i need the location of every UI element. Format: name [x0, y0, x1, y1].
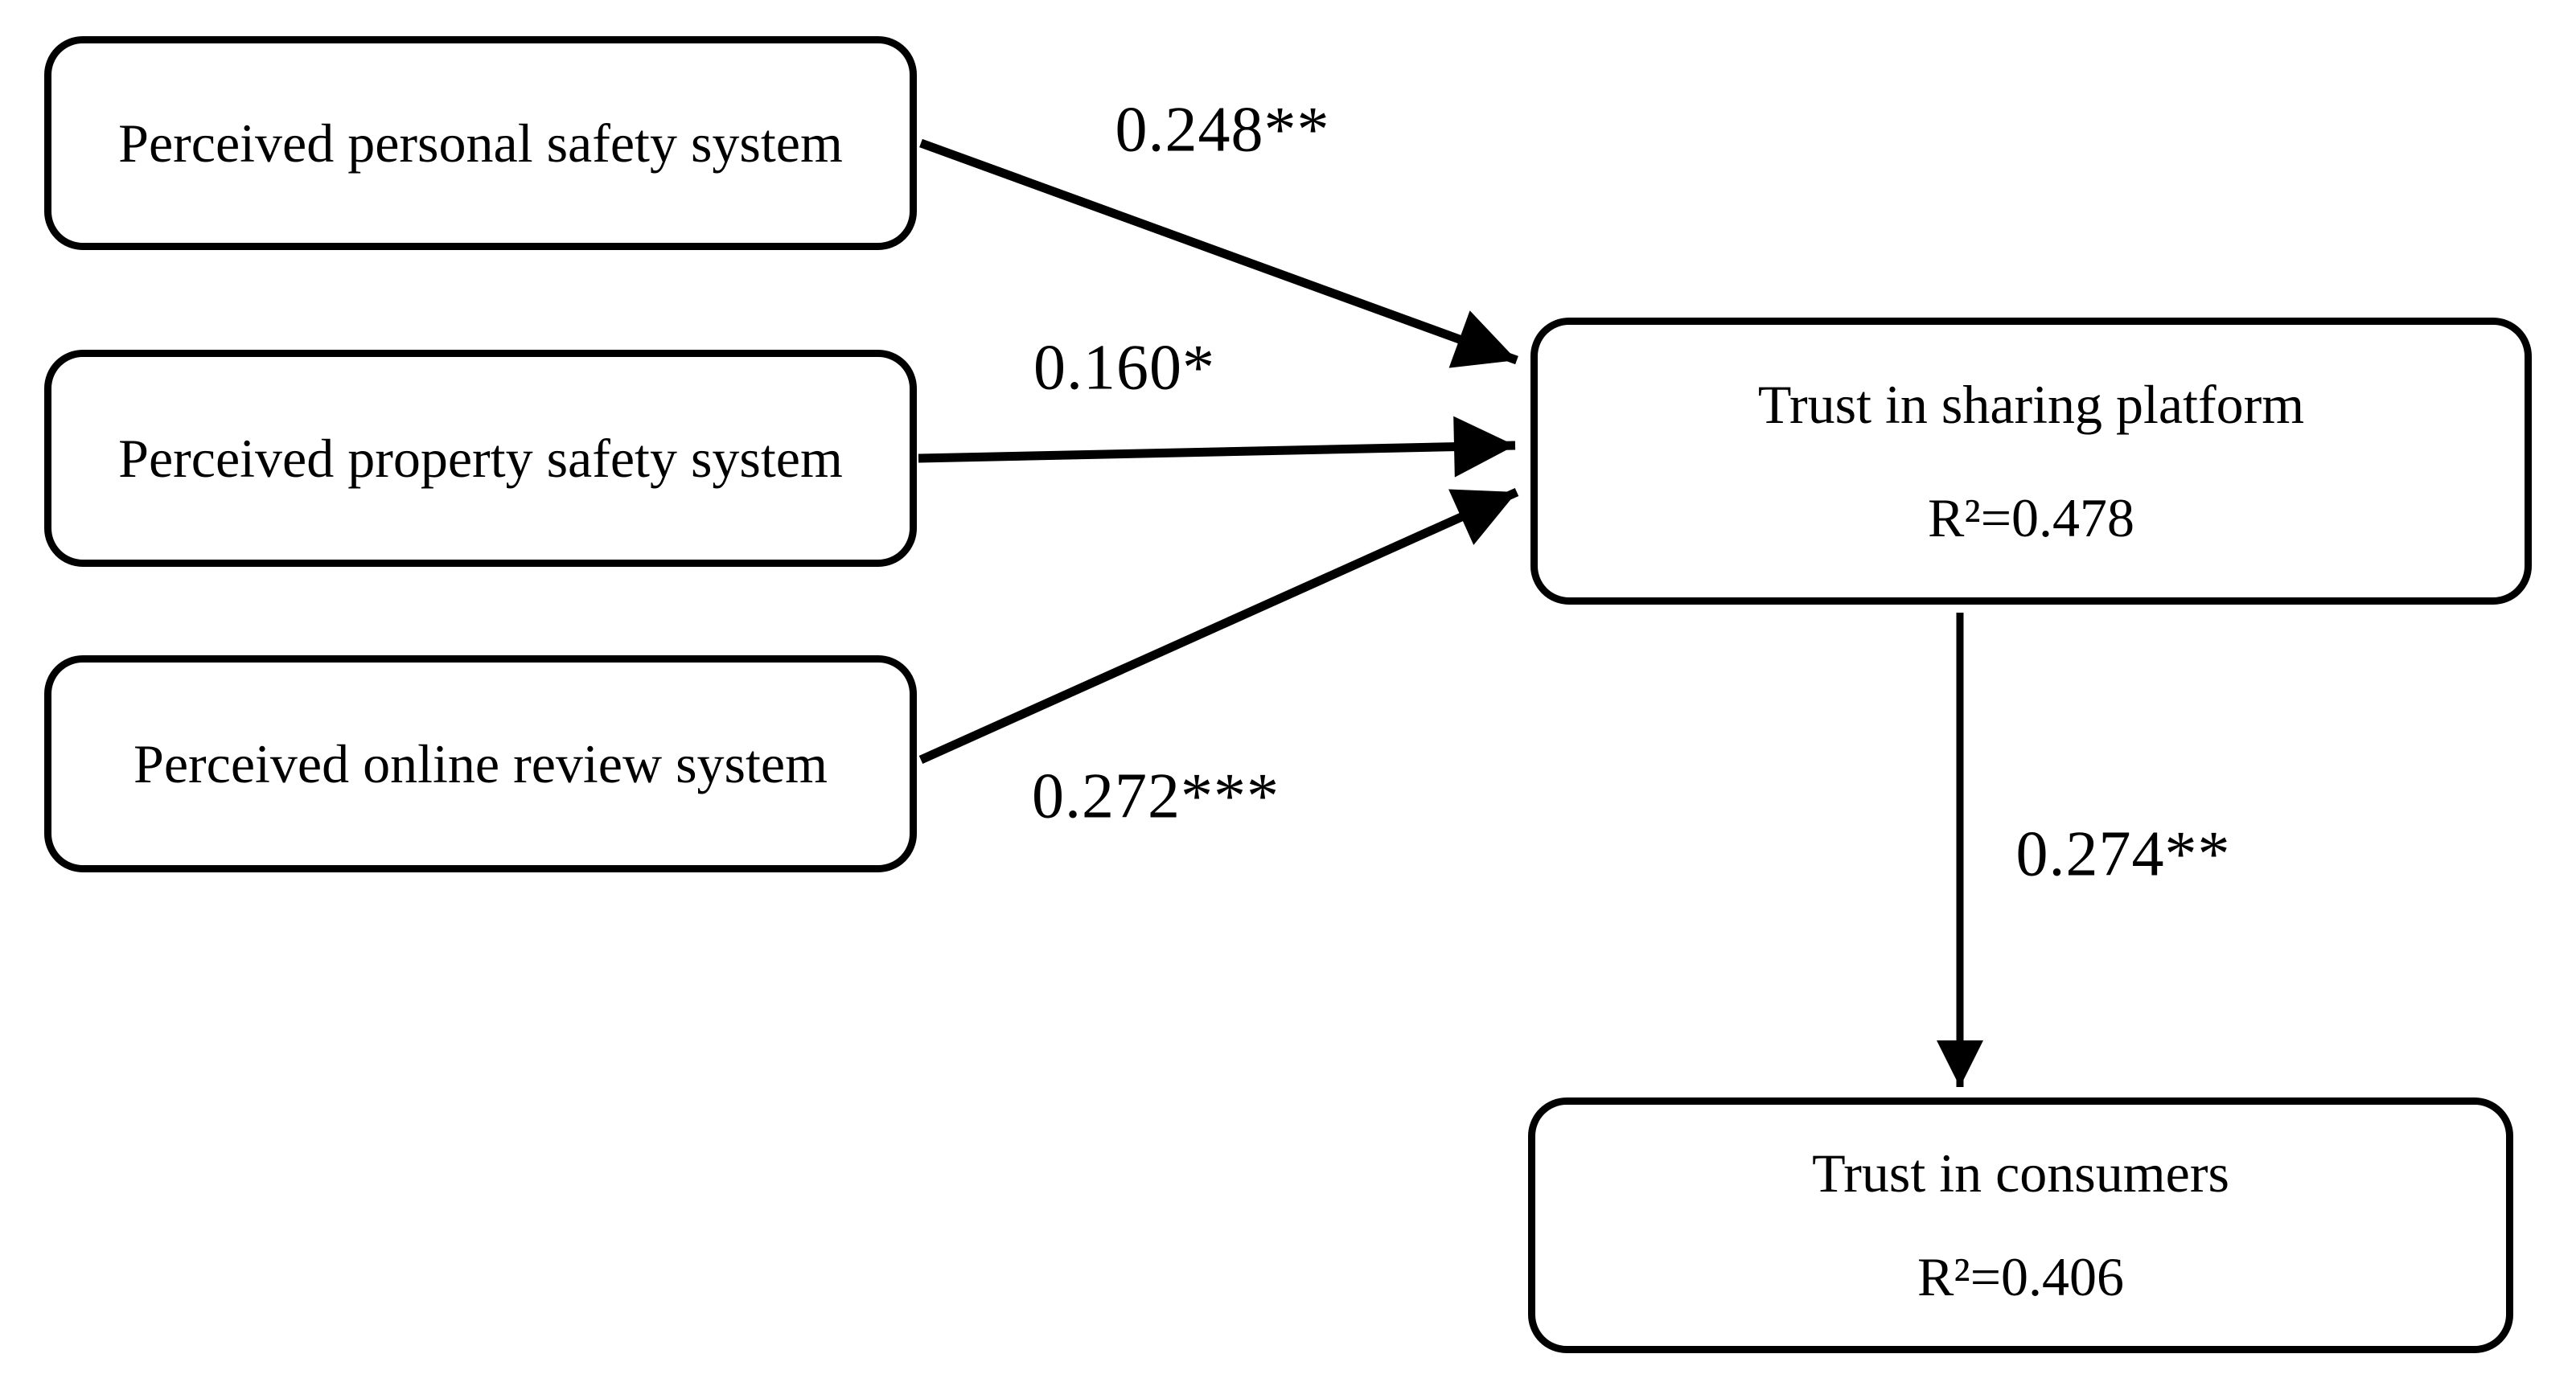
node-perceived-personal-safety-system: Perceived personal safety system: [44, 36, 917, 250]
path-arrow-property-to-platform: [918, 416, 1516, 478]
node-label: Perceived property safety system: [118, 427, 843, 489]
node-trust-in-consumers: Trust in consumers R²=0.406: [1528, 1097, 2513, 1353]
node-title: Trust in consumers: [1812, 1143, 2229, 1204]
path-coefficient-platform-to-consumers: 0.274**: [2015, 818, 2231, 890]
path-arrow-review-to-platform: [918, 487, 1519, 765]
node-perceived-property-safety-system: Perceived property safety system: [44, 350, 917, 567]
path-coefficient-property-to-platform: 0.160*: [1033, 332, 1215, 404]
node-label: Perceived online review system: [134, 732, 828, 794]
path-arrow-personal-to-platform: [919, 138, 1518, 368]
r-squared-value: R²=0.406: [1917, 1246, 2125, 1307]
node-perceived-online-review-system: Perceived online review system: [44, 655, 917, 872]
path-coefficient-personal-to-platform: 0.248**: [1115, 94, 1330, 166]
node-label: Perceived personal safety system: [118, 112, 843, 174]
node-title: Trust in sharing platform: [1757, 373, 2305, 435]
node-trust-in-sharing-platform: Trust in sharing platform R²=0.478: [1530, 318, 2532, 605]
r-squared-value: R²=0.478: [1927, 486, 2135, 548]
path-coefficient-review-to-platform: 0.272***: [1032, 761, 1280, 832]
